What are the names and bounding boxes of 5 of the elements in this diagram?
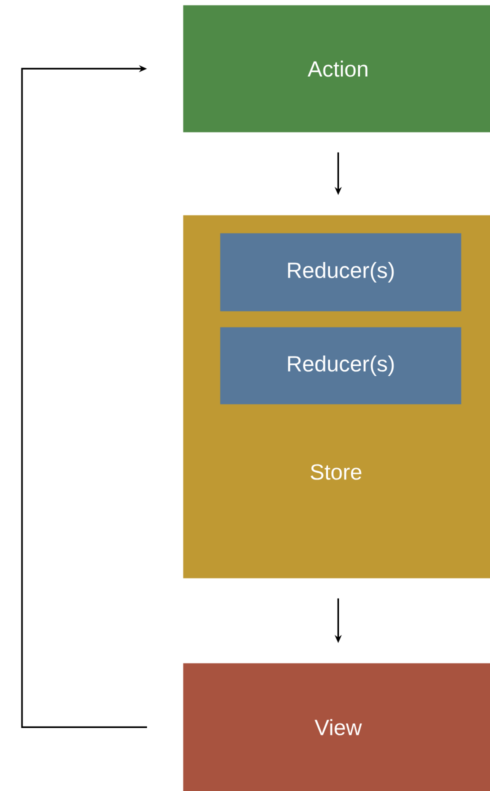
arrow <box>21 65 147 728</box>
reducer-box: Reducer(s) <box>220 233 462 312</box>
reducer-box: Reducer(s) <box>220 327 462 404</box>
action-box: Action <box>183 5 490 132</box>
view-box: View <box>183 663 490 791</box>
